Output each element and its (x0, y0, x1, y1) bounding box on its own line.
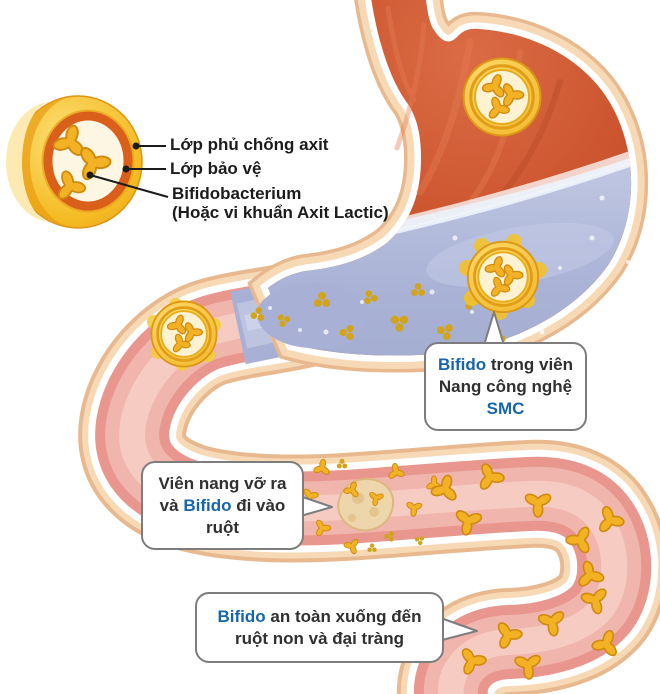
capsule-in-stomach (464, 59, 541, 136)
legend-pointer-lines (86, 142, 169, 198)
legend-label-bifidobacterium-line1: Bifidobacterium (172, 184, 302, 203)
callout-safe-arrival: Bifido an toàn xuống đến ruột non và đại… (195, 592, 444, 663)
callout-release-line2: và Bifido đi vào (159, 495, 286, 515)
callout-safe-line1: Bifido an toàn xuống đến (217, 606, 422, 626)
callout-safe-line2: ruột non và đại tràng (234, 628, 405, 648)
callout-smc-capsule: Bifido trong viên Nang công nghệ SMC (424, 342, 587, 431)
legend-label-bifidobacterium: Bifidobacterium (Hoặc vi khuẩn Axit Lact… (172, 184, 389, 222)
capsule-in-acid (459, 234, 547, 320)
legend-label-acid-coating: Lớp phủ chống axit (170, 135, 329, 154)
callout-release-line1: Viên nang vỡ ra (158, 473, 287, 493)
callout-smc-line3: SMC (486, 398, 525, 418)
dissolving-capsule (337, 478, 394, 532)
legend-label-bifidobacterium-line2: (Hoặc vi khuẩn Axit Lactic) (172, 203, 389, 222)
capsule-in-duodenum (147, 298, 221, 371)
callout-smc-line2: Nang công nghệ (438, 376, 573, 396)
callout-capsule-release: Viên nang vỡ ra và Bifido đi vào ruột (141, 461, 304, 550)
pylorus-junction (257, 283, 367, 349)
legend-capsule (6, 95, 143, 229)
callout-release-line3: ruột (205, 517, 240, 537)
legend-label-protective-layer: Lớp bảo vệ (170, 159, 262, 178)
callout-smc-line1: Bifido trong viên (437, 354, 574, 374)
